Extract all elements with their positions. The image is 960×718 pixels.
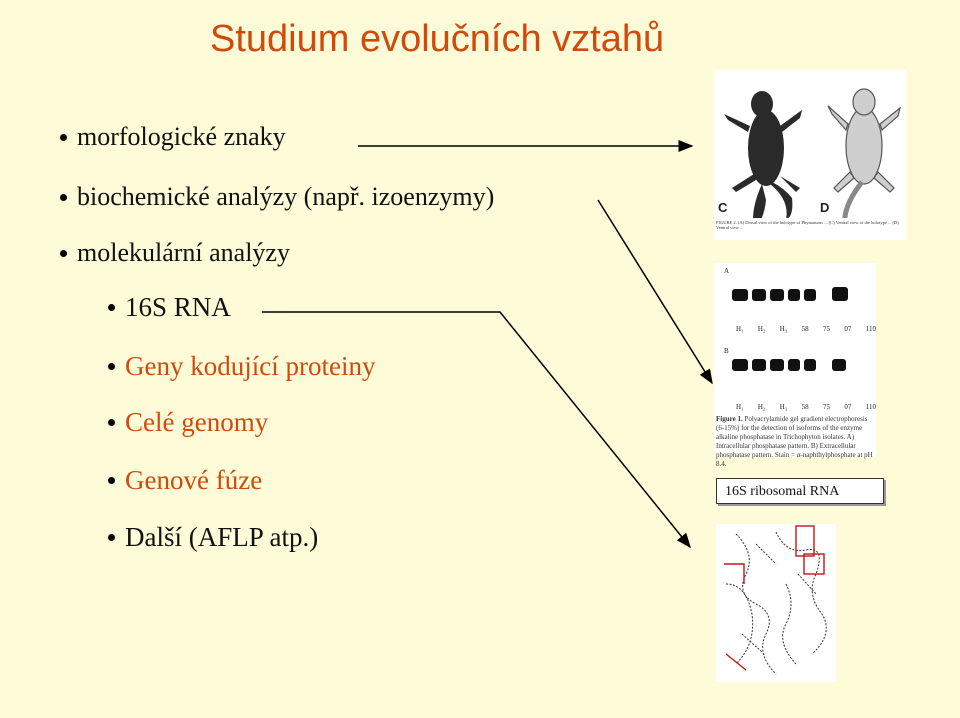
gel-panel-a-label: A bbox=[724, 267, 730, 275]
bullet-text: 16S RNA bbox=[125, 292, 231, 322]
bullet-text: Genové fúze bbox=[125, 465, 263, 495]
gel-caption-title: Figure 1. bbox=[716, 415, 743, 423]
gel-caption-text: Polyacrylamide gel gradient electrophore… bbox=[716, 415, 873, 468]
bullet-text: morfologické znaky bbox=[77, 122, 286, 151]
gel-figure: A B H₁ H₂ H₃ 58 75 07 110 H₁ H₂ H₃ 58 75… bbox=[714, 263, 876, 468]
rna-structure-illustration bbox=[724, 525, 827, 675]
arrow-biochemistry bbox=[597, 199, 713, 385]
gel-panel-b-label: B bbox=[724, 347, 729, 355]
bullet-dot bbox=[108, 419, 115, 427]
bullet-dot bbox=[60, 193, 67, 201]
lizard-label-c: C bbox=[718, 200, 728, 215]
gel-lane: H₃ bbox=[779, 325, 788, 333]
page-title: Studium evolučních vztahů bbox=[210, 18, 665, 60]
bullet-morphology: morfologické znaky bbox=[60, 122, 286, 152]
rna-caption-box: 16S ribosomal RNA bbox=[716, 478, 884, 504]
gel-lane: 75 bbox=[823, 325, 830, 333]
gel-lane: 58 bbox=[801, 403, 809, 411]
sub-bullet-genes: Geny kodující proteiny bbox=[108, 351, 375, 382]
gel-illustration bbox=[732, 287, 848, 371]
lizard-caption: FIGURE 2. (A) Dorsal view of the holotyp… bbox=[716, 220, 899, 230]
bullet-text: molekulární analýzy bbox=[77, 238, 290, 267]
lizard-figure: C D FIGURE 2. (A) Dorsal view of the hol… bbox=[714, 70, 906, 240]
rna-structure-figure bbox=[716, 524, 836, 682]
bullet-dot bbox=[108, 304, 115, 312]
sub-bullet-16s-rna: 16S RNA bbox=[108, 292, 231, 323]
bullet-dot bbox=[108, 534, 115, 542]
gel-lanes-b: H₁ H₂ H₃ 58 75 07 110 bbox=[736, 403, 876, 411]
bullet-biochemistry: biochemické analýzy (např. izoenzymy) bbox=[60, 182, 494, 212]
bullet-molecular: molekulární analýzy bbox=[60, 238, 290, 268]
gel-caption: Figure 1. Polyacrylamide gel gradient el… bbox=[716, 415, 874, 468]
bullet-dot bbox=[108, 363, 115, 371]
gel-lanes-a: H₁ H₂ H₃ 58 75 07 110 bbox=[736, 325, 876, 333]
bullet-text: Celé genomy bbox=[125, 407, 269, 437]
sub-bullet-fusions: Genové fúze bbox=[108, 465, 262, 496]
lizard-label-d: D bbox=[820, 200, 829, 215]
bullet-dot bbox=[108, 477, 115, 485]
sub-bullet-other: Další (AFLP atp.) bbox=[108, 522, 318, 553]
gel-lane: 110 bbox=[865, 325, 876, 333]
arrow-16s-rna bbox=[262, 311, 691, 549]
gel-lane: 110 bbox=[865, 403, 876, 411]
gel-lane: H₂ bbox=[757, 403, 766, 411]
lizard-illustration: C D bbox=[714, 88, 906, 240]
bullet-text: Další (AFLP atp.) bbox=[125, 522, 319, 552]
gel-lane: 07 bbox=[844, 325, 852, 333]
bullet-text: biochemické analýzy (např. izoenzymy) bbox=[77, 182, 495, 211]
gel-lane: H₃ bbox=[779, 403, 788, 411]
gel-lane: 75 bbox=[823, 403, 830, 411]
gel-lane: 07 bbox=[844, 403, 852, 411]
sub-bullet-genomes: Celé genomy bbox=[108, 407, 268, 438]
gel-lane: H₁ bbox=[736, 403, 744, 411]
bullet-text: Geny kodující proteiny bbox=[125, 351, 376, 381]
gel-lane: H₁ bbox=[736, 325, 744, 333]
gel-lane: H₂ bbox=[757, 325, 766, 333]
bullet-dot bbox=[60, 133, 67, 141]
gel-lane: 58 bbox=[801, 325, 809, 333]
bullet-dot bbox=[60, 249, 67, 257]
